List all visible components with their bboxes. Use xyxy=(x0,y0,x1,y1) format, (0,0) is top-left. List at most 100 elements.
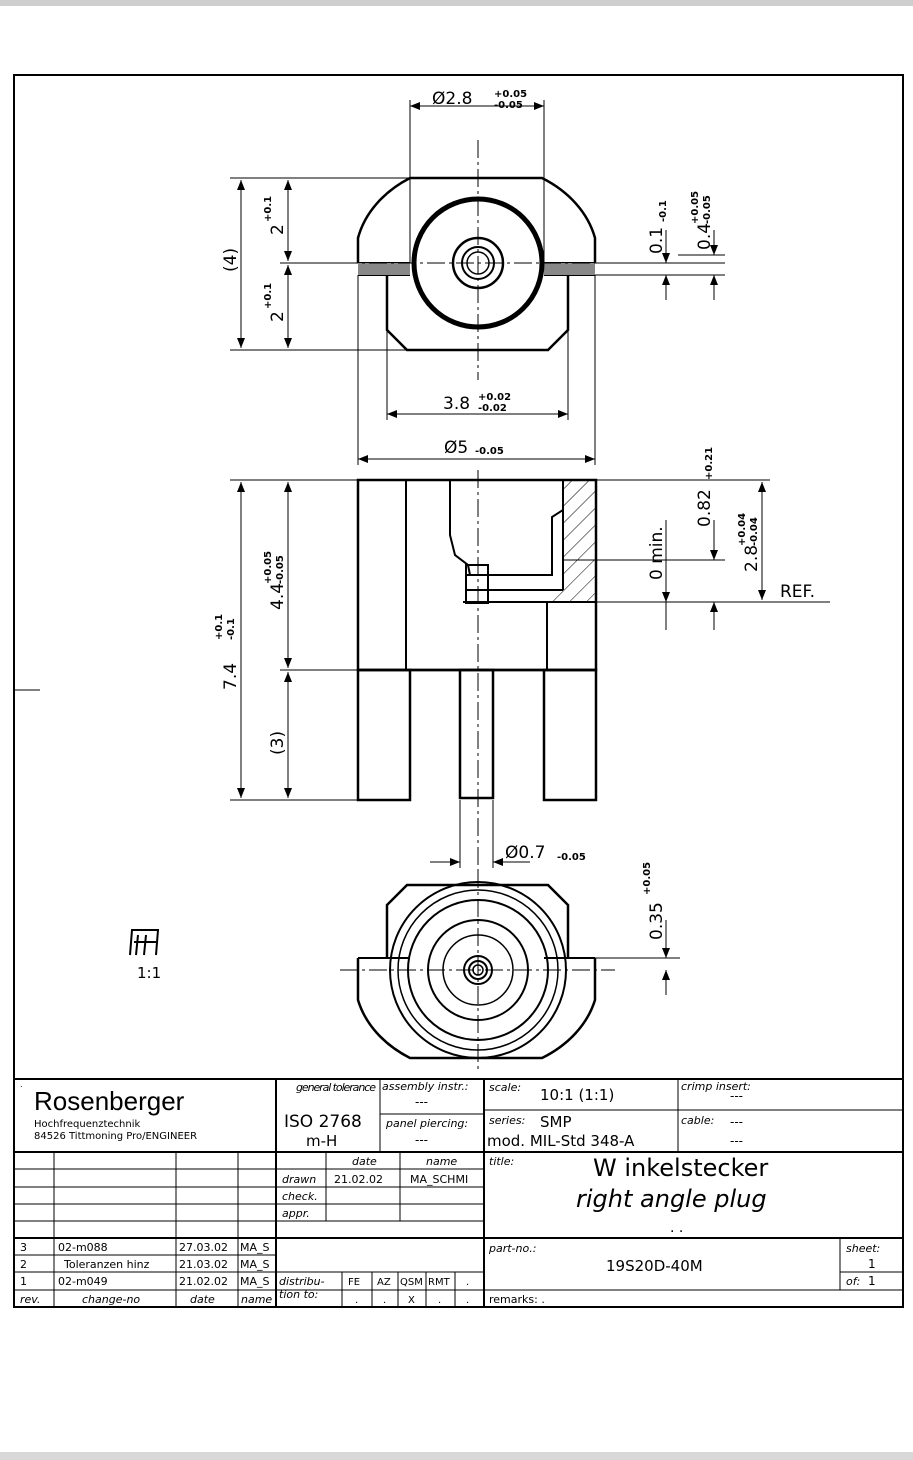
dim-h2b: 2 xyxy=(268,311,288,322)
title-block xyxy=(14,1078,903,1307)
revision-change: 02-m049 xyxy=(58,1275,108,1288)
sheet-value: 1 xyxy=(868,1257,876,1271)
svg-text:+0.05: +0.05 xyxy=(690,191,701,224)
general-tolerance-value: ISO 2768 xyxy=(284,1112,362,1132)
remarks-label: remarks: . xyxy=(489,1293,545,1306)
title-german: W inkelstecker xyxy=(593,1154,768,1182)
distribution-value: . xyxy=(438,1295,441,1306)
svg-text:-0.05: -0.05 xyxy=(275,555,286,584)
svg-text:+0.1: +0.1 xyxy=(214,614,225,640)
revision-name: MA_S xyxy=(240,1275,270,1288)
title-label: title: xyxy=(489,1155,514,1168)
name-col-header: name xyxy=(241,1293,272,1306)
distribution-label-1: distribu- xyxy=(279,1275,325,1288)
cable-label: cable: xyxy=(681,1114,714,1127)
dim-d07: Ø0.7 xyxy=(505,843,545,863)
svg-text:-0.05: -0.05 xyxy=(557,852,586,863)
top-view xyxy=(340,140,615,380)
distribution-header: QSM xyxy=(400,1277,423,1288)
svg-text:+0.21: +0.21 xyxy=(704,447,715,480)
cable-value-2: --- xyxy=(730,1134,743,1148)
company-subtitle-1: Hochfrequenztechnik xyxy=(34,1119,140,1130)
assembly-value: --- xyxy=(415,1095,428,1109)
dim-w38: 3.8 xyxy=(443,394,470,414)
company-subtitle-2: 84526 Tittmoning Pro/ENGINEER xyxy=(34,1131,197,1142)
drawing-frame xyxy=(13,74,904,1308)
top-border-bar xyxy=(0,0,913,6)
svg-text:-0.04: -0.04 xyxy=(749,517,760,546)
appr-label: appr. xyxy=(282,1207,310,1220)
bottom-view xyxy=(340,870,615,1070)
svg-text:-0.05: -0.05 xyxy=(494,100,523,111)
distribution-header: RMT xyxy=(428,1277,451,1288)
check-label: check. xyxy=(282,1190,318,1203)
part-number: 19S20D-40M xyxy=(606,1257,703,1275)
svg-text:+0.05: +0.05 xyxy=(642,862,653,895)
scale-pictogram-icon xyxy=(129,929,160,956)
dim-t082: 0.82 xyxy=(695,489,715,527)
distribution-value: X xyxy=(408,1295,415,1306)
dim-h3: (3) xyxy=(268,731,288,755)
date-header: date xyxy=(352,1155,377,1168)
title-dots: . . xyxy=(670,1220,683,1236)
svg-text:-0.1: -0.1 xyxy=(226,618,237,640)
revision-rev: 1 xyxy=(20,1275,27,1288)
revision-rev: 3 xyxy=(20,1241,27,1254)
general-tolerance-class: m-H xyxy=(306,1132,337,1150)
svg-text:.: . xyxy=(20,1080,23,1089)
dim-t035: 0.35 xyxy=(647,902,667,940)
revision-name: MA_S xyxy=(240,1258,270,1271)
dim-h74: 7.4 xyxy=(221,663,241,690)
drawn-label: drawn xyxy=(282,1173,316,1186)
dim-t01: 0.1 xyxy=(647,227,667,254)
sheet-label: sheet: xyxy=(846,1242,880,1255)
dim-d28: Ø2.8 xyxy=(432,89,472,109)
distribution-value: . xyxy=(466,1295,469,1306)
of-label: of: xyxy=(846,1275,860,1288)
crimp-value: --- xyxy=(730,1089,743,1103)
part-no-label: part-no.: xyxy=(488,1242,536,1255)
revision-date: 21.03.02 xyxy=(179,1258,228,1271)
panel-label: panel piercing: xyxy=(385,1117,468,1130)
svg-text:+0.02: +0.02 xyxy=(478,392,511,403)
scale-mark: 1:1 xyxy=(137,964,161,982)
scale-label: scale: xyxy=(489,1081,521,1094)
side-view xyxy=(356,470,598,870)
mod-value: mod. MIL-Std 348-A xyxy=(487,1132,635,1150)
crimp-label: crimp insert: xyxy=(681,1080,751,1093)
assembly-label: assembly instr.: xyxy=(382,1080,469,1093)
dim-h2a: 2 xyxy=(268,224,288,235)
svg-text:+0.05: +0.05 xyxy=(494,89,527,100)
rev-header: rev. xyxy=(20,1293,40,1306)
name-header: name xyxy=(426,1155,457,1168)
svg-text:-0.1: -0.1 xyxy=(658,200,669,222)
revision-name: MA_S xyxy=(240,1241,270,1254)
dim-t28: 2.8 xyxy=(742,545,762,572)
general-tolerance-label: general tolerance xyxy=(296,1081,376,1094)
revision-change: 02-m088 xyxy=(58,1241,108,1254)
series-label: series: xyxy=(489,1114,525,1127)
scale-value: 10:1 (1:1) xyxy=(540,1086,614,1104)
drawn-name: MA_SCHMI xyxy=(410,1173,468,1186)
dim-t04: 0.4 xyxy=(695,223,715,250)
svg-text:-0.05: -0.05 xyxy=(475,446,504,457)
distribution-header: AZ xyxy=(377,1277,391,1288)
revision-rev: 2 xyxy=(20,1258,27,1271)
dim-zmin: 0 min. xyxy=(647,526,667,580)
distribution-value: . xyxy=(383,1295,386,1306)
svg-text:-0.05: -0.05 xyxy=(702,195,713,224)
svg-text:-0.02: -0.02 xyxy=(478,403,507,414)
dim-h4: (4) xyxy=(221,248,241,272)
dim-h44: 4.4 xyxy=(268,583,288,610)
date-col-header: date xyxy=(190,1293,215,1306)
distribution-header: . xyxy=(466,1277,469,1288)
distribution-label-2: tion to: xyxy=(279,1288,318,1301)
bottom-border-bar xyxy=(0,1452,913,1460)
revision-date: 27.03.02 xyxy=(179,1241,228,1254)
title-english: right angle plug xyxy=(576,1185,767,1213)
svg-text:+0.1: +0.1 xyxy=(263,283,274,309)
series-value: SMP xyxy=(540,1113,572,1131)
cable-value: --- xyxy=(730,1115,743,1129)
dim-d5: Ø5 xyxy=(444,438,468,458)
